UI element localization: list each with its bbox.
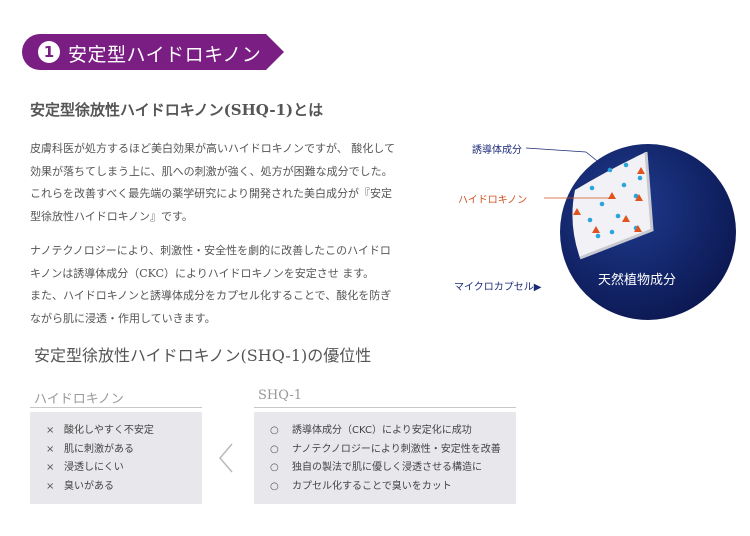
list-item: ×浸透しにくい [46, 459, 154, 478]
list-item: ○誘導体成分（CKC）により安定化に成功 [270, 422, 501, 441]
shq1-column-label: SHQ-1 [258, 388, 303, 403]
natural-plant-ingredient-label: 天然植物成分 [598, 273, 677, 288]
cross-icon: × [46, 443, 55, 455]
derivative-dots [587, 162, 643, 239]
list-item: ×肌に刺激がある [46, 441, 154, 460]
callout-derivative: 誘導体成分 [472, 145, 522, 156]
divider [254, 407, 516, 408]
intro-paragraph-1: 皮膚科医が処方するほど美白効果が高いハイドロキノンですが、 酸化して 効果が落ち… [30, 138, 395, 228]
divider [30, 407, 202, 408]
section-title: 安定型ハイドロキノン [68, 44, 262, 66]
section-number-badge: 1 [38, 41, 60, 63]
list-item: ○カプセル化することで臭いをカット [270, 478, 501, 497]
capsule-diagram: 誘導体成分 ハイドロキノン マイクロカプセル▶ 天然植物成分 [440, 130, 740, 330]
list-item: ×臭いがある [46, 478, 154, 497]
intro-heading: 安定型徐放性ハイドロキノン(SHQ-1)とは [30, 101, 324, 119]
text-line: 型徐放性ハイドロキノン』です。 [30, 209, 193, 223]
cross-icon: × [46, 480, 55, 492]
hydroquinone-triangles [573, 167, 645, 233]
text-line: ながら肌に浸透・作用していきます。 [30, 311, 216, 325]
circle-icon: ○ [270, 462, 279, 473]
hydroquinone-column-label: ハイドロキノン [34, 392, 124, 407]
advantage-heading: 安定型徐放性ハイドロキノン(SHQ-1)の優位性 [34, 346, 372, 365]
circle-icon: ○ [270, 425, 279, 436]
text-line: ナノテクノロジーにより、刺激性・安全性を劇的に改善したこのハイドロ [30, 244, 391, 257]
capsule-cutaway [572, 152, 652, 258]
chevron-left-icon [219, 443, 233, 473]
capsule-cutaway-edge [579, 151, 654, 260]
circle-icon: ○ [270, 443, 279, 455]
callout-hydroquinone: ハイドロキノン [458, 195, 528, 206]
list-item: ×酸化しやすく不安定 [46, 422, 154, 441]
section-banner: 1 安定型ハイドロキノン [22, 34, 284, 70]
intro-paragraph-2: ナノテクノロジーにより、刺激性・安全性を劇的に改善したこのハイドロ キノンは誘導… [30, 240, 391, 330]
hydroquinone-drawbacks-box: ×酸化しやすく不安定 ×肌に刺激がある ×浸透しにくい ×臭いがある [30, 412, 202, 504]
circle-icon: ○ [270, 480, 279, 492]
cross-icon: × [46, 462, 55, 473]
shq1-benefits-box: ○誘導体成分（CKC）により安定化に成功 ○ナノテクノロジーにより刺激性・安定性… [254, 412, 516, 504]
text-line: これらを改善すべく最先端の薬学研究により開発された美白成分が『安定 [30, 187, 393, 200]
list-item: ○ナノテクノロジーにより刺激性・安定性を改善 [270, 441, 501, 460]
cross-icon: × [46, 425, 55, 436]
list-item: ○独自の製法で肌に優しく浸透させる構造に [270, 459, 501, 478]
text-line: 効果が落ちてしまう上に、肌への刺激が強く、処方が困難な成分でした。 [30, 164, 393, 178]
text-line: キノンは誘導体成分（CKC）によりハイドロキノンを安定させ ます。 [30, 266, 375, 280]
callout-microcapsule: マイクロカプセル▶ [454, 282, 542, 293]
text-line: また、ハイドロキノンと誘導体成分をカプセル化することで、酸化を防ぎ [30, 289, 392, 302]
text-line: 皮膚科医が処方するほど美白効果が高いハイドロキノンですが、 酸化して [30, 142, 395, 155]
capsule-illustration [525, 144, 736, 320]
banner-ribbon [22, 34, 284, 70]
callout-lines [525, 147, 610, 199]
